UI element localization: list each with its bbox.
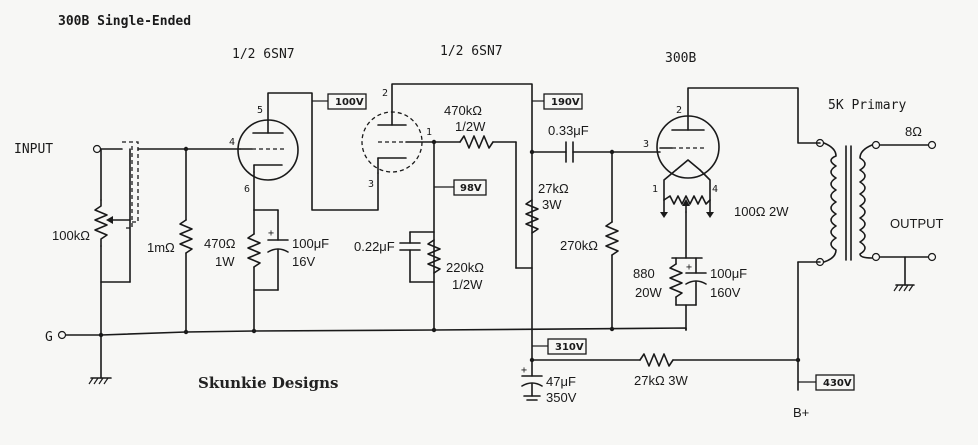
voltage-tag-100v (327, 93, 367, 110)
input-label: INPUT (14, 142, 53, 157)
ground-label: G (45, 330, 53, 345)
chassis-ground-filter (523, 395, 541, 401)
dropping-resistor-value: 27kΩ (538, 181, 569, 196)
svg-text:+: + (686, 262, 692, 273)
cathode-resistor-1-power: 1W (215, 254, 235, 269)
cathode-cap-3-value: 100μF (710, 266, 747, 281)
filter-cap-voltage: 350V (546, 390, 577, 405)
dropping-resistor-power: 3W (542, 197, 562, 212)
tube-label-v3: 300B (665, 51, 696, 66)
svg-text:+: + (521, 365, 527, 376)
v1-pin-cathode: 6 (244, 184, 250, 195)
coupling-cap-value: 0.33μF (548, 123, 589, 138)
hum-pot-value: 100Ω 2W (734, 204, 789, 219)
ground-terminal[interactable] (57, 330, 67, 340)
output-transformer (815, 138, 881, 267)
cathode-resistor-1-value: 470Ω (204, 236, 236, 251)
cathode-resistor-2-power: 1/2W (452, 277, 483, 292)
output-8ohm-terminal[interactable] (927, 140, 937, 150)
v3-pin-grid: 3 (643, 139, 649, 150)
output-common-terminal[interactable] (927, 252, 937, 262)
svg-text:+: + (268, 228, 274, 239)
v3-pin-fil-b: 4 (712, 184, 718, 195)
output-8ohm-label: 8Ω (905, 124, 922, 139)
chassis-ground-output (893, 284, 915, 292)
filter-cap-value: 47μF (546, 374, 576, 389)
cathode-cap-3-voltage: 160V (710, 285, 741, 300)
cathode-resistor-3-power: 20W (635, 285, 662, 300)
voltage-190v: 190V (551, 97, 580, 108)
tube-v1 (237, 119, 299, 181)
brand-credit: Skunkie Designs (198, 374, 338, 392)
output-label: OUTPUT (890, 216, 944, 231)
tube-label-v1: 1/2 6SN7 (232, 47, 295, 62)
supply-resistor-value: 27kΩ 3W (634, 373, 689, 388)
v2-pin-plate: 2 (382, 88, 388, 99)
input-terminal[interactable] (92, 144, 102, 154)
voltage-310v: 310V (555, 342, 584, 353)
b-plus-label: B+ (793, 405, 809, 420)
voltage-430v: 430V (823, 378, 852, 389)
grid-resistor-1-value: 1mΩ (147, 240, 175, 255)
voltage-tag-98v (453, 179, 487, 196)
v2-pin-cathode: 3 (368, 179, 374, 190)
cathode-resistor-3-value: 880 (633, 266, 655, 281)
cathode-cap-1-voltage: 16V (292, 254, 315, 269)
v2-pin-grid: 1 (426, 127, 432, 138)
voltage-100v: 100V (335, 97, 364, 108)
v1-pin-plate: 5 (257, 105, 263, 116)
bias-cap-value: 0.22μF (354, 239, 395, 254)
diagram-title: 300B Single-Ended (58, 14, 191, 29)
plate-resistor-2-power: 1/2W (455, 119, 486, 134)
chassis-ground-input (88, 377, 112, 385)
cathode-resistor-2-value: 220kΩ (446, 260, 484, 275)
grid-resistor-3-value: 270kΩ (560, 238, 598, 253)
voltage-tag-310v (547, 338, 587, 355)
pot-value: 100kΩ (52, 228, 90, 243)
v3-pin-fil-a: 1 (652, 184, 658, 195)
voltage-98v: 98V (460, 183, 482, 194)
primary-label: 5K Primary (828, 98, 906, 113)
volume-pot (94, 199, 108, 379)
v1-pin-grid: 4 (229, 137, 235, 148)
tube-label-v2: 1/2 6SN7 (440, 44, 503, 59)
tube-v3-300b (656, 115, 720, 179)
voltage-tag-430v (815, 374, 855, 391)
plate-resistor-2-value: 470kΩ (444, 103, 482, 118)
cathode-cap-1-value: 100μF (292, 236, 329, 251)
v3-pin-plate: 2 (676, 105, 682, 116)
voltage-tag-190v (543, 93, 583, 110)
